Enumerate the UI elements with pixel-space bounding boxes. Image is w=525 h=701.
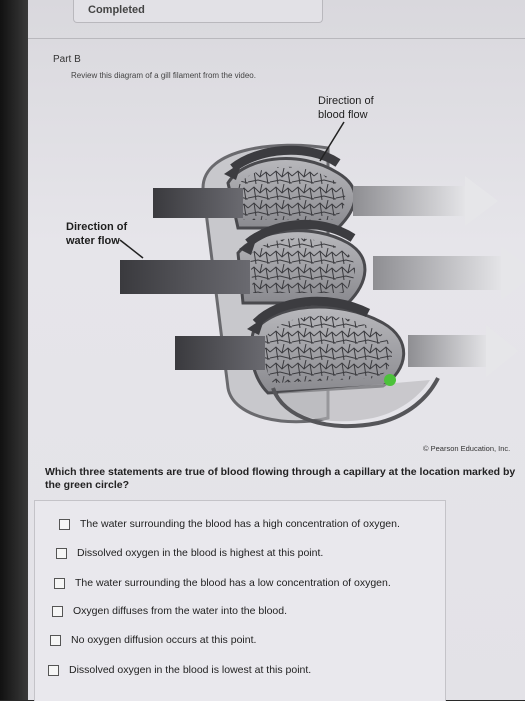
assignment-page: Completed Part B Review this diagram of … bbox=[28, 0, 525, 701]
water-flow-arrow-dark-2 bbox=[120, 260, 250, 294]
water-flow-label-line2: water flow bbox=[65, 235, 120, 247]
option-6[interactable]: Dissolved oxygen in the blood is lowest … bbox=[48, 664, 311, 676]
option-3[interactable]: The water surrounding the blood has a lo… bbox=[54, 577, 391, 589]
blood-flow-label-line1: Direction of bbox=[318, 95, 375, 107]
water-flow-arrow-light-2 bbox=[373, 246, 525, 300]
part-label: Part B bbox=[53, 54, 81, 65]
green-circle-marker bbox=[384, 374, 396, 386]
option-4-label: Oxygen diffuses from the water into the … bbox=[73, 605, 288, 617]
option-2-checkbox[interactable] bbox=[56, 547, 67, 559]
water-flow-label-line1: Direction of bbox=[66, 221, 127, 233]
section-divider bbox=[28, 38, 525, 39]
option-1-label: The water surrounding the blood has a hi… bbox=[80, 518, 400, 530]
option-2-label: Dissolved oxygen in the blood is highest… bbox=[77, 547, 324, 559]
question-text: Which three statements are true of blood… bbox=[45, 466, 516, 491]
water-flow-pointer bbox=[119, 239, 144, 259]
option-3-checkbox[interactable] bbox=[54, 577, 65, 589]
water-flow-arrow-light-3 bbox=[408, 325, 518, 377]
option-6-checkbox[interactable] bbox=[48, 664, 59, 676]
blood-flow-label-line2: blood flow bbox=[318, 109, 368, 121]
part-instruction: Review this diagram of a gill filament f… bbox=[71, 71, 256, 80]
water-flow-arrow-dark-1 bbox=[153, 188, 243, 218]
lamella-bottom bbox=[249, 305, 406, 395]
filament-base bbox=[271, 377, 440, 428]
option-3-label: The water surrounding the blood has a lo… bbox=[75, 577, 391, 589]
blood-flow-arrow-bottom bbox=[252, 296, 371, 327]
option-4[interactable]: Oxygen diffuses from the water into the … bbox=[52, 605, 287, 617]
answer-options-panel: The water surrounding the blood has a hi… bbox=[34, 500, 446, 701]
gill-filament-svg: Direction of blood flow Direction of wat… bbox=[65, 95, 525, 453]
blood-flow-pointer bbox=[319, 121, 345, 162]
water-flow-arrow-dark-3 bbox=[175, 336, 265, 370]
option-1-checkbox[interactable] bbox=[59, 518, 70, 530]
pearson-credit: © Pearson Education, Inc. bbox=[423, 444, 510, 453]
water-flow-arrow-light-1 bbox=[353, 176, 498, 226]
completed-status-label: Completed bbox=[88, 4, 145, 16]
option-1[interactable]: The water surrounding the blood has a hi… bbox=[59, 518, 400, 530]
option-5-checkbox[interactable] bbox=[50, 634, 61, 646]
option-5-label: No oxygen diffusion occurs at this point… bbox=[71, 634, 257, 646]
blood-flow-arrow-middle bbox=[245, 219, 356, 247]
option-2[interactable]: Dissolved oxygen in the blood is highest… bbox=[56, 547, 323, 559]
lamella-top bbox=[226, 157, 357, 230]
completed-status-box: Completed bbox=[73, 0, 323, 23]
option-4-checkbox[interactable] bbox=[52, 605, 63, 617]
option-6-label: Dissolved oxygen in the blood is lowest … bbox=[69, 664, 312, 676]
gill-filament-diagram: Direction of blood flow Direction of wat… bbox=[28, 88, 525, 458]
option-5[interactable]: No oxygen diffusion occurs at this point… bbox=[50, 634, 256, 646]
device-bezel bbox=[0, 0, 28, 700]
